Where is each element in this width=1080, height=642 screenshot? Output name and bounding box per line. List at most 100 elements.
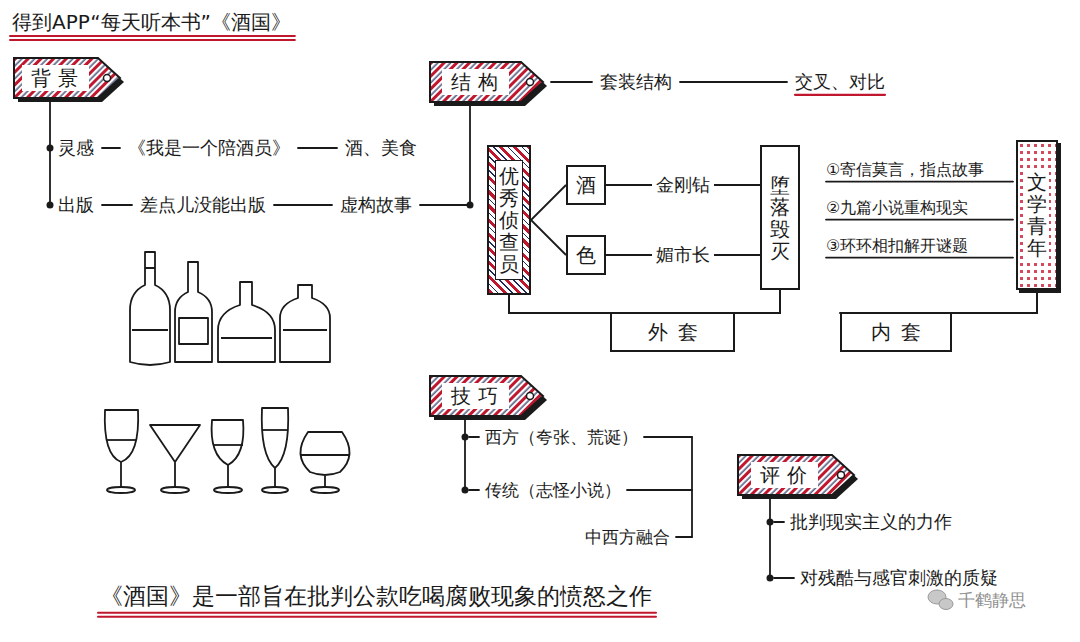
bracket-line	[691, 437, 693, 537]
bottle-detail	[221, 337, 272, 339]
tag-body	[430, 376, 543, 416]
tag-body	[738, 455, 854, 495]
edge-label: 媚市长	[652, 244, 714, 266]
group-box: 内套	[840, 312, 952, 352]
glass-base	[107, 487, 135, 493]
tag-hole	[527, 393, 534, 400]
branch-dot	[462, 433, 469, 440]
branch-text: 西方（夸张、荒诞）	[485, 427, 638, 447]
theme-box: 酒	[566, 165, 606, 205]
tag-body	[430, 62, 543, 102]
glass-liquid	[107, 439, 136, 441]
bottle-detail	[132, 268, 168, 330]
branch-text: 批判现实主义的力作	[790, 511, 952, 533]
leader-line	[469, 489, 479, 491]
connector-line	[531, 185, 566, 220]
cognac-bottle	[218, 282, 275, 362]
wine-glass	[105, 410, 138, 488]
leader-line	[469, 106, 471, 205]
leader-line	[49, 102, 51, 205]
branch-dot	[767, 519, 774, 526]
glass-base	[262, 487, 288, 493]
watermark: 千鹤静思	[958, 590, 1026, 610]
bottles	[130, 252, 330, 365]
glass-liquid	[301, 454, 349, 456]
branch-dot	[467, 202, 474, 209]
outcome-box: 堕落毁灭	[760, 145, 800, 290]
branch-dot	[47, 202, 54, 209]
underline	[10, 35, 295, 37]
branch-text: 酒、美食	[345, 137, 417, 159]
glass-liquid	[263, 429, 288, 431]
topic-tag: 结构	[430, 62, 545, 102]
node-text: 内套	[861, 320, 931, 344]
chat-bubble	[939, 599, 953, 610]
glass-base	[161, 487, 189, 493]
tulip-glass	[212, 420, 244, 488]
branch-dot	[767, 575, 774, 582]
bracket-line	[676, 536, 692, 538]
node-text: 外套	[638, 320, 708, 344]
brandy-snifter	[300, 432, 349, 488]
leader-line	[774, 577, 794, 579]
glasses	[105, 408, 350, 493]
leader-line	[274, 204, 332, 206]
leader-line	[551, 81, 592, 83]
node-text: 优秀侦查员	[495, 160, 523, 280]
node-text: 评价	[751, 462, 818, 488]
leader-line	[826, 257, 1013, 259]
champagne-flute	[262, 408, 288, 488]
glass-liquid	[213, 444, 243, 446]
node-text: 技巧	[442, 383, 509, 409]
branch-text: 虚构故事	[340, 194, 412, 216]
underline	[98, 616, 656, 618]
topic-tag: 技巧	[430, 376, 545, 416]
martini-glass	[150, 425, 200, 488]
branch-text: 《我是一个陪酒员》	[128, 137, 290, 159]
branch-text: 中西方融合	[585, 527, 670, 547]
node-text: 背景	[22, 65, 89, 91]
bracket-line	[509, 290, 780, 313]
bracket-line	[627, 489, 692, 491]
caption-text: 《酒国》是一部旨在批判公款吃喝腐败现象的愤怒之作	[100, 583, 652, 611]
leader-line	[774, 521, 784, 523]
branch-text: 对残酷与感官刺激的质疑	[800, 567, 998, 589]
glass-base	[214, 487, 242, 493]
branch-text: 出版	[58, 194, 94, 216]
node-text: 堕落毁灭	[770, 174, 790, 262]
diagram-title: 得到APP“每天听本书”《酒国》	[12, 10, 291, 34]
champagne-bottle	[130, 252, 170, 365]
bottle-label	[179, 318, 208, 344]
leader-line	[826, 219, 1013, 221]
underline	[10, 39, 295, 41]
bracket-line	[840, 293, 1037, 313]
node-text: 结构	[442, 69, 509, 95]
branch-text: 差点儿没能出版	[140, 194, 266, 216]
bracket-line	[644, 436, 692, 438]
branch-text: 交叉、对比	[795, 71, 885, 93]
group-box: 外套	[610, 312, 735, 352]
node-text: 酒	[576, 173, 596, 197]
tag-hole	[838, 472, 845, 479]
topic-tag: 评价	[738, 455, 856, 495]
leader-line	[680, 81, 787, 83]
branch-text: 传统（志怪小说）	[485, 480, 621, 500]
branch-text: 灵感	[58, 137, 94, 159]
topic-tag: 背景	[14, 58, 122, 98]
edge-label: 金刚钻	[652, 174, 714, 196]
branch-text: ③环环相扣解开谜题	[826, 236, 968, 255]
leader-line	[420, 204, 470, 206]
tag-hole	[104, 75, 111, 82]
role-box: 文学青年	[1016, 140, 1058, 290]
underline	[795, 94, 885, 96]
connector-line	[531, 220, 566, 255]
node-text: 文学青年	[1025, 168, 1049, 262]
leader-line	[469, 436, 479, 438]
branch-text: ②九篇小说重构现实	[826, 198, 968, 217]
tag-hole	[527, 79, 534, 86]
branch-dot	[47, 145, 54, 152]
branch-dot	[462, 486, 469, 493]
leader-line	[102, 147, 120, 149]
leader-line	[102, 204, 132, 206]
